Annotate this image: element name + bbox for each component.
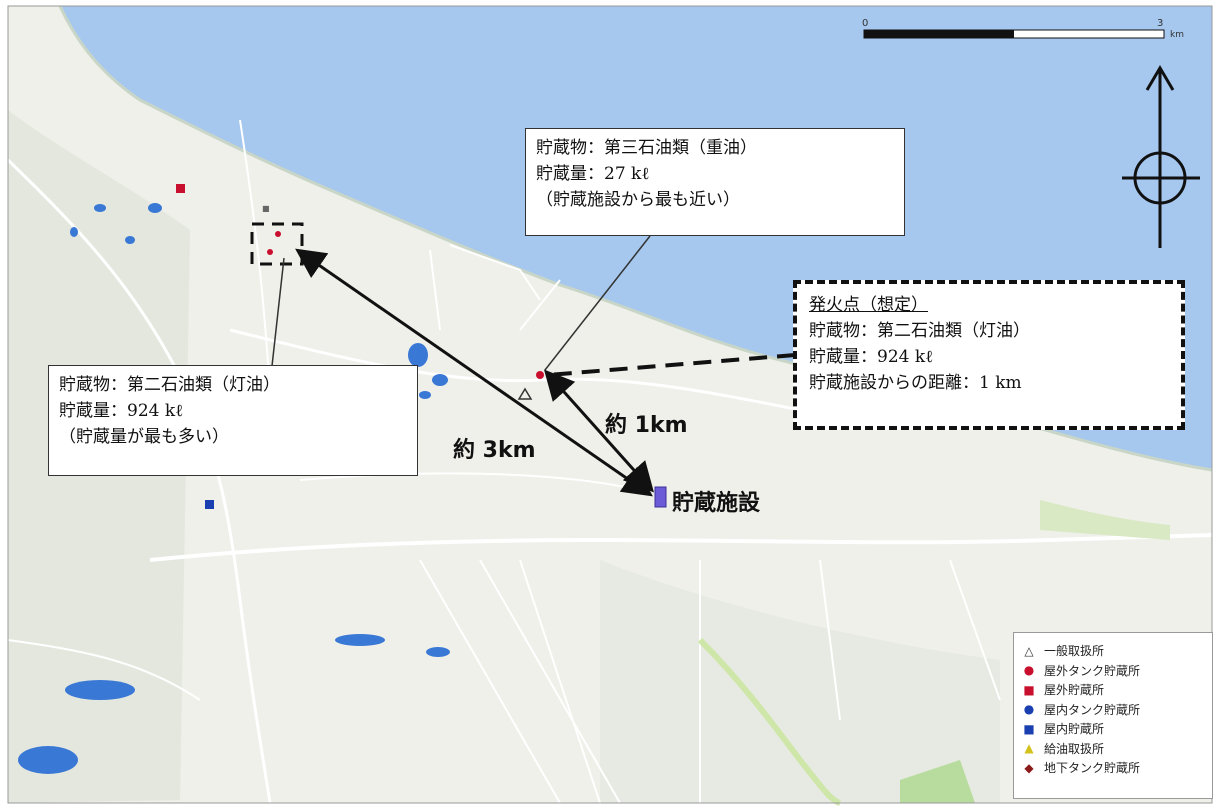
road <box>699 559 1001 803</box>
indoor-storage-marker <box>205 500 214 509</box>
triangle-outline-icon: △ <box>1024 643 1034 658</box>
leader-line-top <box>544 235 651 371</box>
map-border <box>7 5 1213 804</box>
red-circle-icon: ● <box>1023 663 1035 678</box>
legend-label: 屋外タンク貯蔵所 <box>1044 663 1141 678</box>
road <box>7 639 201 701</box>
storage-facility-label: 貯蔵施設 <box>672 491 761 516</box>
legend-item: ● 屋内タンク貯蔵所 <box>1022 700 1212 720</box>
callout-line: 貯蔵物：第二石油類（灯油） <box>809 321 1030 341</box>
red-square-icon: ■ <box>1023 682 1035 697</box>
scale-unit-label: km <box>1170 30 1184 40</box>
callout-line: （貯蔵施設から最も近い） <box>536 190 740 210</box>
green-area <box>1040 500 1170 540</box>
map-pin <box>275 231 281 237</box>
leader-line-left <box>271 257 285 367</box>
legend-label: 地下タンク貯蔵所 <box>1044 761 1141 776</box>
dark-red-diamond-icon: ◆ <box>1024 760 1034 775</box>
compass-north-arrow-icon <box>1122 65 1200 248</box>
legend-item: △ 一般取扱所 <box>1022 641 1212 661</box>
distance-arrow-near <box>543 369 655 493</box>
legend-label: 屋内貯蔵所 <box>1044 722 1105 737</box>
legend-item: ◆ 地下タンク貯蔵所 <box>1022 758 1212 778</box>
callout-line: 貯蔵物：第三石油類（重油） <box>536 138 757 158</box>
map-pin <box>267 249 273 255</box>
ponds <box>18 203 450 774</box>
scale-bar-fill <box>864 30 1014 38</box>
callout-largest-storage: 貯蔵物：第二石油類（灯油） 貯蔵量：924 kℓ （貯蔵量が最も多い） <box>48 365 418 476</box>
target-area-box <box>250 222 304 266</box>
legend-label: 一般取扱所 <box>1044 644 1105 659</box>
road <box>149 533 1213 562</box>
legend-item: ■ 屋外貯蔵所 <box>1022 680 1212 700</box>
blue-circle-icon: ● <box>1023 702 1035 717</box>
legend-item: ■ 屋内貯蔵所 <box>1022 719 1212 739</box>
outdoor-storage-marker <box>176 184 185 193</box>
blue-square-icon: ■ <box>1023 721 1035 736</box>
outdoor-tank-marker <box>536 371 544 379</box>
callout-line: 貯蔵物：第二石油類（灯油） <box>59 375 280 395</box>
legend-item: ▲ 給油取扱所 <box>1022 739 1212 759</box>
callout-title: 発火点（想定） <box>809 295 928 315</box>
callout-line: 貯蔵量：924 kℓ <box>59 401 184 421</box>
road <box>239 119 271 391</box>
river <box>697 637 842 806</box>
scale-end-label: 3 <box>1157 18 1164 29</box>
callout-line: （貯蔵量が最も多い） <box>59 427 229 447</box>
map-legend: △ 一般取扱所 ● 屋外タンク貯蔵所 ■ 屋外貯蔵所 ● 屋内タンク貯蔵所 ■ 屋内貯蔵所 ▲ 給油取… <box>1013 632 1213 799</box>
callout-line: 貯蔵施設からの距離：1 km <box>809 373 1022 393</box>
callout-ignition-point: 発火点（想定） 貯蔵物：第二石油類（灯油） 貯蔵量：924 kℓ 貯蔵施設からの… <box>793 280 1185 430</box>
callout-line: 貯蔵量：924 kℓ <box>809 347 934 367</box>
road <box>419 559 621 804</box>
legend-label: 屋外貯蔵所 <box>1044 683 1105 698</box>
green-area <box>900 760 975 803</box>
storage-facility-marker <box>654 486 667 508</box>
leader-line-right <box>547 353 796 377</box>
distance-label-near: 約 1km <box>605 413 688 438</box>
legend-label: 屋内タンク貯蔵所 <box>1044 702 1141 717</box>
distance-label-far: 約 3km <box>453 438 536 463</box>
callout-line: 貯蔵量：27 kℓ <box>536 164 650 184</box>
legend-item: ● 屋外タンク貯蔵所 <box>1022 661 1212 681</box>
callout-nearest-facility: 貯蔵物：第三石油類（重油） 貯蔵量：27 kℓ （貯蔵施設から最も近い） <box>525 128 905 236</box>
scale-start-label: 0 <box>862 18 869 29</box>
legend-label: 給油取扱所 <box>1044 741 1105 756</box>
yellow-triangle-icon: ▲ <box>1024 741 1034 756</box>
